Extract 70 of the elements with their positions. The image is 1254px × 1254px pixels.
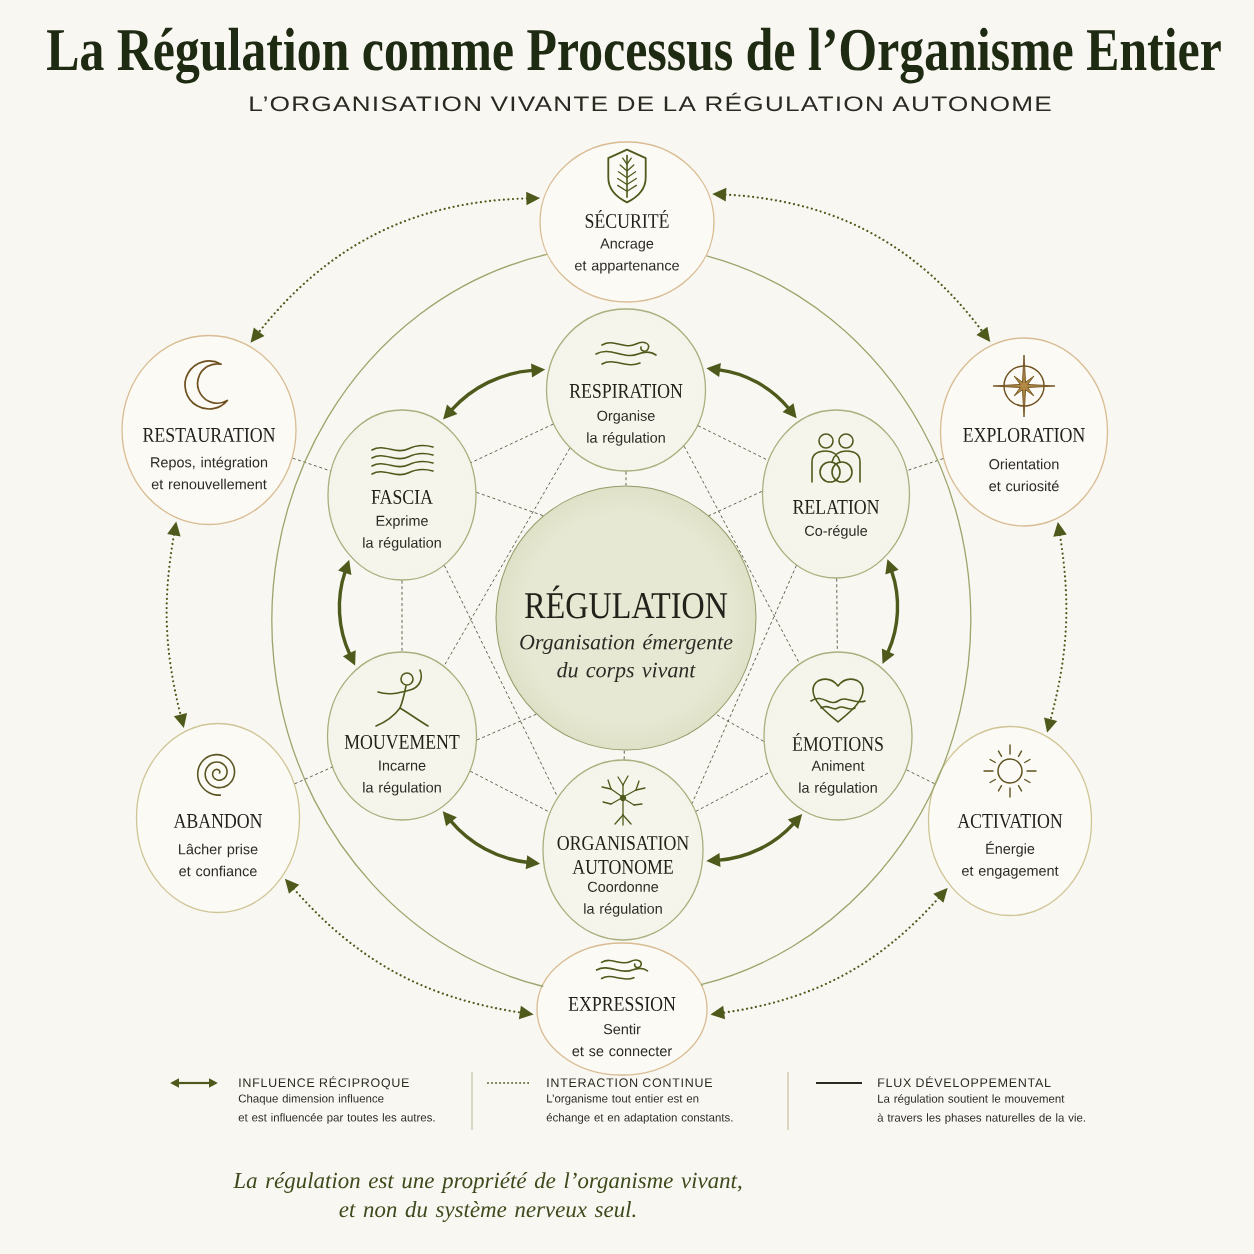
dashed-line [625, 471, 627, 486]
dashed-line [697, 425, 769, 461]
node-text: Co-régule [805, 525, 868, 539]
dashed-line [708, 490, 763, 517]
dashed-line [401, 580, 403, 652]
subtitle: L’ORGANISATION VIVANTE DE LA RÉGULATION AUTONOME [250, 92, 1051, 112]
circle-node [542, 759, 704, 941]
legend-label: INFLUENCE RÉCIPROQUE [239, 1076, 409, 1090]
node-text: Incarne la régulation [363, 760, 441, 796]
node-title: SÉCURITÉ [585, 209, 669, 229]
node-text: Énergie et engagement [962, 841, 1059, 879]
caption: La régulation est une propriété de l’organisme vivant, et non du système nerveux seul. [233, 1172, 742, 1222]
node-title: EXPRESSION [568, 996, 676, 1012]
circle-node [539, 141, 715, 303]
node-title: ÉMOTIONS [792, 732, 883, 752]
circle-node [327, 409, 477, 581]
dashed-line [906, 769, 935, 785]
circle-node [761, 409, 911, 579]
dashed-line [469, 770, 551, 813]
sphere-node [495, 485, 757, 751]
dashed-line [292, 457, 331, 472]
node-title: RESPIRATION [569, 383, 683, 398]
node-title: RÉGULATION [525, 585, 728, 619]
dashed-line [443, 565, 559, 798]
node-title: EXPLORATION [963, 427, 1085, 442]
dashed-line [691, 565, 797, 804]
dashed-line [476, 713, 537, 741]
node-text: Orientation et curiosité [989, 458, 1059, 492]
circle-node [326, 651, 478, 821]
circle-node [545, 308, 707, 472]
dashed-line [683, 445, 800, 664]
node-title: ACTIVATION [957, 813, 1063, 829]
arc-line [271, 253, 548, 987]
dashed-line [470, 423, 554, 464]
node-text: Lâcher prise et confiance [179, 843, 258, 877]
dashed-line [906, 458, 944, 471]
dashed-line [476, 491, 544, 517]
dashed-line [836, 578, 838, 652]
arc-line [701, 255, 972, 987]
circle-node [939, 337, 1109, 527]
circle-node [536, 942, 708, 1076]
dashed-line [443, 447, 571, 667]
circle-node [121, 334, 297, 526]
legend-text: L’organisme tout entier est en échange et en adaptation constants. [546, 1094, 733, 1124]
title: La Régulation comme Processus de l’Organisme Entier [47, 27, 1221, 84]
node-text: Exprime la régulation [363, 515, 441, 551]
node-title: ORGANISATION AUTONOME [557, 836, 689, 874]
dashed-line [623, 750, 625, 760]
dashed-line [695, 771, 771, 812]
legend-text: La régulation soutient le mouvement à travers les phases naturelles de la vie. [877, 1094, 1085, 1124]
node-title: MOUVEMENT [344, 734, 460, 750]
node-text: Sentir et se connecter [572, 1023, 672, 1057]
legend-text: Chaque dimension influence et est influencée par toutes les autres. [238, 1094, 435, 1124]
circle-node [135, 722, 301, 914]
node-title: RELATION [793, 499, 880, 514]
node-text: Animent la régulation [799, 760, 877, 796]
node-text: Ancrage et appartenance [575, 238, 679, 274]
circle-node [927, 725, 1093, 917]
legend-label: FLUX DÉVELOPPEMENTAL [878, 1076, 1051, 1088]
node-text: Coordonne la régulation [584, 881, 662, 917]
legend-label: INTERACTION CONTINUE [547, 1078, 712, 1088]
node-title: FASCIA [371, 489, 433, 504]
dashed-line [715, 713, 764, 742]
node-text: Repos, intégration et renouvellement [151, 456, 268, 490]
node-text: Organise la régulation [587, 410, 665, 446]
dashed-line [294, 766, 333, 785]
node-title: RESTAURATION [143, 427, 276, 442]
node-text: Organisation émergente du corps vivant [520, 634, 733, 682]
circle-node [763, 651, 913, 821]
node-title: ABANDON [173, 813, 263, 828]
